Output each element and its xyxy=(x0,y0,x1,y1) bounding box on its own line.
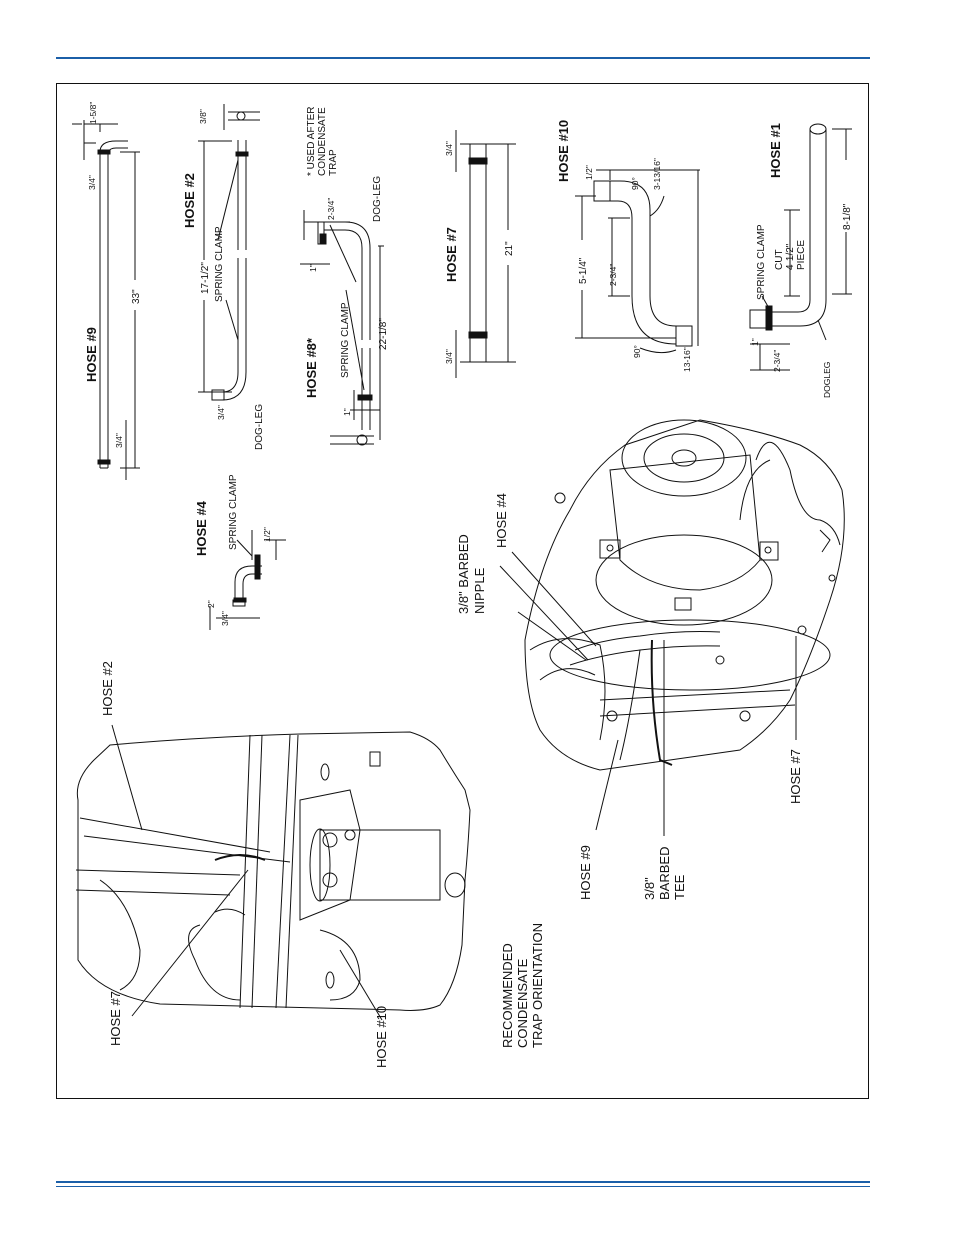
footer-rule xyxy=(56,1181,870,1183)
callout-barbed-tee-1: 3/8" xyxy=(642,877,657,900)
label-hose-7: HOSE #7 xyxy=(444,227,459,282)
callout-barbed-nipple-2: NIPPLE xyxy=(472,567,487,614)
diagram-labels: HOSE #9 1-5/8" 3/4" 33" 3/4" HOSE #2 3/8… xyxy=(84,102,853,1068)
figure-frame xyxy=(56,83,869,1099)
dim-h1-len: 8-1/8" xyxy=(842,203,853,230)
dim-h1-b: 2-3/4" xyxy=(772,350,782,372)
dim-h10-c: 5-1/4" xyxy=(578,257,589,284)
header-rule xyxy=(56,57,870,59)
dim-h8-end2: 1" xyxy=(342,408,352,416)
label-hose-10: HOSE #10 xyxy=(556,120,571,182)
label-hose-1: HOSE #1 xyxy=(768,123,783,178)
dim-h2-len: 17-1/2" xyxy=(200,262,211,294)
dim-h2-end: 3/4" xyxy=(216,405,226,420)
dim-h4-top: 1/2" xyxy=(262,527,272,542)
dim-h10-a: 1/2" xyxy=(584,165,594,180)
label-hose-2: HOSE #2 xyxy=(182,173,197,228)
dim-h10-b: 3-13/16" xyxy=(652,158,662,190)
dim-h4-end: 3/4" xyxy=(220,611,230,626)
dim-h7-top: 3/4" xyxy=(444,141,454,156)
dim-h1-a: 1" xyxy=(750,338,760,346)
callout-hose-7: HOSE #7 xyxy=(108,991,123,1046)
note-condensate: CONDENSATE xyxy=(317,107,328,176)
dim-h8-top: 2-3/4" xyxy=(326,198,336,220)
dim-h9-end-top: 3/4" xyxy=(87,175,97,190)
label-h2-spring-clamp: SPRING CLAMP xyxy=(214,226,225,302)
label-h1-piece: PIECE xyxy=(796,240,807,270)
label-hose-8: HOSE #8* xyxy=(304,337,319,398)
label-h1-spring-clamp: SPRING CLAMP xyxy=(756,224,767,300)
installation-view-right xyxy=(499,419,845,836)
callout-barbed-nipple-1: 3/8" BARBED xyxy=(456,534,471,614)
label-h1-cut: CUT xyxy=(774,249,785,270)
label-h10-90-top: 90° xyxy=(630,177,640,190)
label-hose-9: HOSE #9 xyxy=(84,327,99,382)
callout-barbed-tee-2: BARBED xyxy=(657,847,672,900)
dim-h10-d: 2-3/4" xyxy=(608,264,618,286)
dim-h8-len: 22-1/8" xyxy=(378,318,389,350)
label-condensate: CONDENSATE xyxy=(515,958,530,1048)
label-h2-dog-leg: DOG-LEG xyxy=(254,404,265,450)
callout-hose-7b: HOSE #7 xyxy=(788,749,803,804)
dim-h7-len: 21" xyxy=(504,241,515,256)
label-h4-spring-clamp: SPRING CLAMP xyxy=(228,474,239,550)
callout-hose-9: HOSE #9 xyxy=(578,845,593,900)
footer-rule-thin xyxy=(56,1186,870,1187)
callout-hose-4: HOSE #4 xyxy=(494,493,509,548)
hose-9-drawing xyxy=(72,120,140,480)
label-h1-dogleg: DOGLEG xyxy=(822,362,832,398)
label-h8-spring-clamp: SPRING CLAMP xyxy=(340,302,351,378)
hose-8-drawing xyxy=(300,210,384,446)
hose-7-drawing xyxy=(455,130,516,378)
label-hose-4: HOSE #4 xyxy=(194,500,209,556)
dim-h9-len: 33" xyxy=(131,289,142,304)
note-used-after: * USED AFTER xyxy=(306,107,317,176)
hose-2-drawing xyxy=(198,104,260,401)
callout-barbed-tee-3: TEE xyxy=(672,874,687,900)
dim-h8-end: 1" xyxy=(308,264,318,272)
hose-10-drawing xyxy=(575,169,700,354)
installation-view-left xyxy=(75,724,471,1021)
label-h1-piece-len: 4-1/2" xyxy=(785,243,796,270)
note-trap: TRAP xyxy=(328,149,339,176)
label-h10-90-bot: 90° xyxy=(632,345,642,358)
hose-4-drawing xyxy=(209,530,286,630)
label-recommended: RECOMMENDED xyxy=(500,943,515,1048)
label-trap-orientation: TRAP ORIENTATION xyxy=(530,923,545,1048)
label-h8-dog-leg: DOG-LEG xyxy=(372,176,383,222)
dim-h7-bot: 3/4" xyxy=(444,349,454,364)
dim-h4-len: 2" xyxy=(206,600,216,608)
callout-hose-10: HOSE #10 xyxy=(374,1006,389,1068)
dim-h9-top: 1-5/8" xyxy=(88,102,98,124)
dim-h10-e: 13-16" xyxy=(682,347,692,372)
dim-h2-top: 3/8" xyxy=(198,109,208,124)
callout-hose-2: HOSE #2 xyxy=(100,661,115,716)
hose-1-drawing xyxy=(749,123,852,371)
dim-h9-end-bot: 3/4" xyxy=(114,433,124,448)
